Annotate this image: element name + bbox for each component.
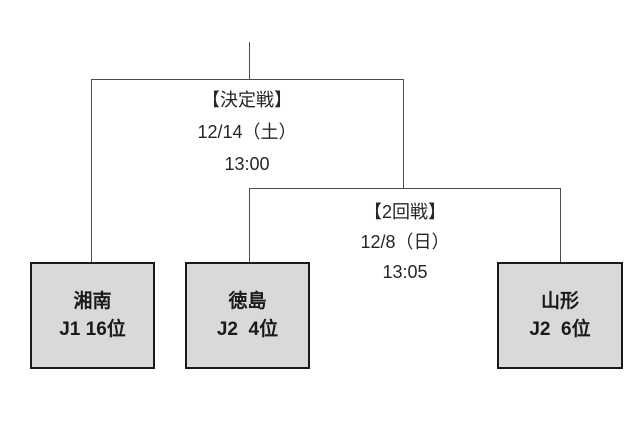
connector-final-right-drop: [403, 79, 404, 189]
connector-winner-stub: [249, 42, 250, 79]
connector-round2-right-drop: [560, 188, 561, 262]
connector-final-horizontal: [91, 79, 404, 80]
connector-round2-left-drop: [249, 188, 250, 262]
team-rank: J1 16位: [59, 318, 126, 340]
round2-match-time: 13:05: [382, 262, 428, 282]
final-match-title: 【決定戦】: [202, 90, 292, 110]
team-box-tokushima: 徳島 J2 4位: [185, 262, 310, 369]
round2-match-date: 12/8（日）: [360, 232, 450, 252]
team-box-yamagata: 山形 J2 6位: [497, 262, 623, 369]
team-rank: J2 6位: [529, 318, 591, 340]
round2-match-label: 【2回戦】 12/8（日） 13:05: [295, 197, 515, 287]
connector-round2-horizontal: [249, 188, 561, 189]
team-box-shonan: 湘南 J1 16位: [30, 262, 155, 369]
team-name: 湘南: [73, 290, 112, 312]
team-name: 徳島: [228, 290, 267, 312]
final-match-time: 13:00: [224, 154, 270, 174]
team-name: 山形: [540, 290, 579, 312]
round2-match-title: 【2回戦】: [363, 202, 446, 222]
final-match-date: 12/14（土）: [197, 122, 297, 142]
connector-final-left-drop: [91, 79, 92, 262]
team-rank: J2 4位: [216, 318, 279, 340]
final-match-label: 【決定戦】 12/14（土） 13:00: [137, 84, 357, 180]
